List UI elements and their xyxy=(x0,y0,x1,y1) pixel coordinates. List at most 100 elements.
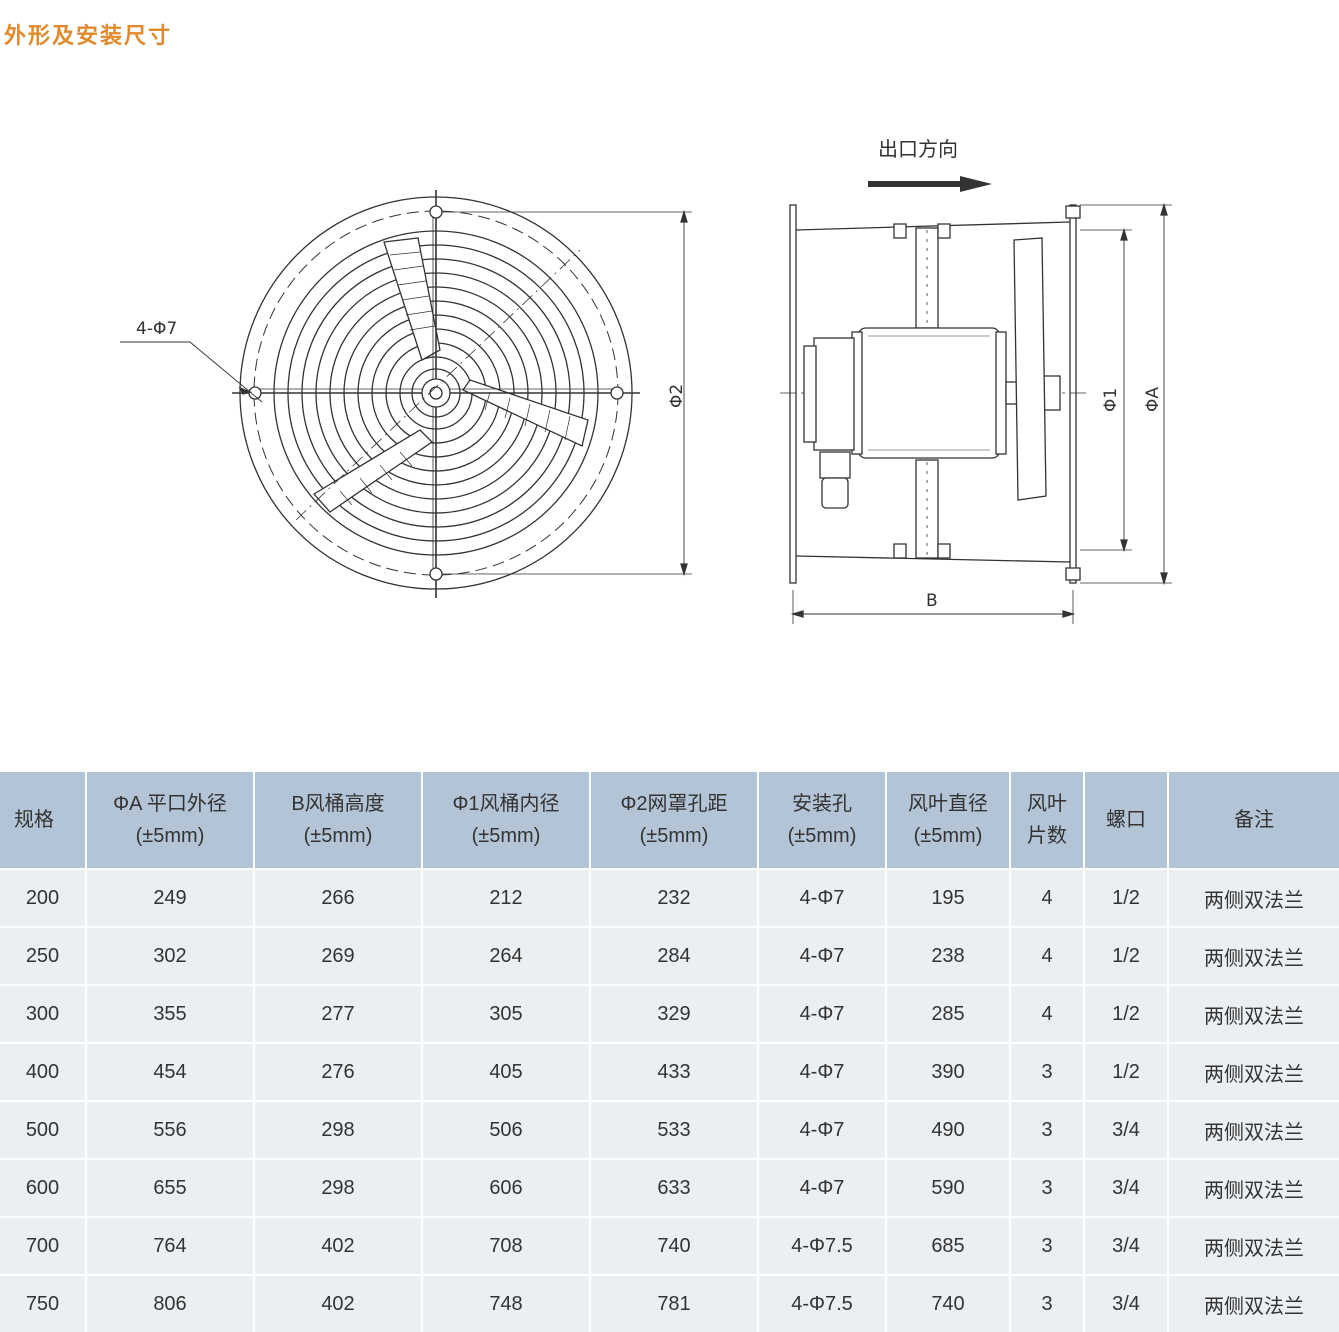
table-cell: 300 xyxy=(0,984,87,1043)
table-cell: 433 xyxy=(590,1042,759,1101)
table-cell: 1/2 xyxy=(1084,868,1169,927)
table-cell: 400 xyxy=(0,1042,87,1101)
table-cell: 277 xyxy=(254,984,423,1043)
table-cell: 4 xyxy=(1010,926,1085,985)
header-cell: 风叶片数 xyxy=(1010,772,1085,869)
table-cell: 两侧双法兰 xyxy=(1168,1158,1339,1217)
table-cell: 298 xyxy=(254,1158,423,1217)
header-cell: 风叶直径(±5mm) xyxy=(886,772,1011,869)
table-cell: 200 xyxy=(0,868,87,927)
table-cell: 4-Φ7 xyxy=(758,1158,887,1217)
table-cell: 506 xyxy=(422,1100,591,1159)
table-cell: 212 xyxy=(422,868,591,927)
table-cell: 3 xyxy=(1010,1042,1085,1101)
table-cell: 4-Φ7 xyxy=(758,984,887,1043)
table-cell: 4-Φ7 xyxy=(758,1042,887,1101)
table-cell: 3 xyxy=(1010,1100,1085,1159)
table-cell: 781 xyxy=(590,1274,759,1332)
table-cell: 4-Φ7 xyxy=(758,1100,887,1159)
table-cell: 740 xyxy=(886,1274,1011,1332)
outlet-direction-label: 出口方向 xyxy=(878,137,958,161)
table-cell: 3/4 xyxy=(1084,1100,1169,1159)
table-cell: 4-Φ7.5 xyxy=(758,1274,887,1332)
table-cell: 两侧双法兰 xyxy=(1168,868,1339,927)
table-cell: 500 xyxy=(0,1100,87,1159)
table-cell: 284 xyxy=(590,926,759,985)
table-cell: 454 xyxy=(86,1042,255,1101)
header-cell: Φ1风桶内径(±5mm) xyxy=(422,772,591,869)
table-cell: 740 xyxy=(590,1216,759,1275)
table-cell: 两侧双法兰 xyxy=(1168,1100,1339,1159)
table-cell: 556 xyxy=(86,1100,255,1159)
table-cell: 两侧双法兰 xyxy=(1168,926,1339,985)
table-cell: 590 xyxy=(886,1158,1011,1217)
table-cell: 两侧双法兰 xyxy=(1168,1274,1339,1332)
header-cell: 螺口 xyxy=(1084,772,1169,869)
table-cell: 600 xyxy=(0,1158,87,1217)
phiA-label: ΦA xyxy=(1143,387,1163,412)
table-cell: 390 xyxy=(886,1042,1011,1101)
table-cell: 490 xyxy=(886,1100,1011,1159)
table-cell: 4 xyxy=(1010,984,1085,1043)
outlet-direction-arrow xyxy=(868,176,992,192)
table-cell: 266 xyxy=(254,868,423,927)
table-cell: 405 xyxy=(422,1042,591,1101)
table-cell: 3 xyxy=(1010,1158,1085,1217)
table-cell: 4-Φ7 xyxy=(758,868,887,927)
header-cell: B风桶高度(±5mm) xyxy=(254,772,423,869)
side-view xyxy=(780,202,1172,624)
phi1-label: Φ1 xyxy=(1101,388,1121,412)
table-cell: 3/4 xyxy=(1084,1216,1169,1275)
table-cell: 两侧双法兰 xyxy=(1168,984,1339,1043)
table-cell: 606 xyxy=(422,1158,591,1217)
front-view xyxy=(120,190,692,598)
fan-outline-drawing: 4-Φ7 Φ2 xyxy=(120,137,1172,624)
table-cell: 264 xyxy=(422,926,591,985)
table-cell: 276 xyxy=(254,1042,423,1101)
spec-table: 规格 ΦA 平口外径(±5mm) B风桶高度(±5mm) Φ1风桶内径(±5mm… xyxy=(0,772,1339,1332)
table-cell: 4-Φ7 xyxy=(758,926,887,985)
table-cell: 1/2 xyxy=(1084,926,1169,985)
table-cell: 655 xyxy=(86,1158,255,1217)
table-cell: 两侧双法兰 xyxy=(1168,1042,1339,1101)
table-cell: 249 xyxy=(86,868,255,927)
table-cell: 806 xyxy=(86,1274,255,1332)
holes-label: 4-Φ7 xyxy=(136,319,177,339)
table-cell: 764 xyxy=(86,1216,255,1275)
table-cell: 269 xyxy=(254,926,423,985)
table-cell: 708 xyxy=(422,1216,591,1275)
table-cell: 两侧双法兰 xyxy=(1168,1216,1339,1275)
table-cell: 195 xyxy=(886,868,1011,927)
table-cell: 250 xyxy=(0,926,87,985)
table-cell: 4-Φ7.5 xyxy=(758,1216,887,1275)
table-cell: 298 xyxy=(254,1100,423,1159)
table-header-row: 规格 ΦA 平口外径(±5mm) B风桶高度(±5mm) Φ1风桶内径(±5mm… xyxy=(0,772,1339,869)
table-cell: 700 xyxy=(0,1216,87,1275)
phi2-label: Φ2 xyxy=(667,384,687,408)
table-cell: 1/2 xyxy=(1084,984,1169,1043)
table-cell: 302 xyxy=(86,926,255,985)
table-cell: 402 xyxy=(254,1274,423,1332)
table-cell: 3/4 xyxy=(1084,1158,1169,1217)
table-cell: 685 xyxy=(886,1216,1011,1275)
b-label: B xyxy=(926,591,938,611)
page-title: 外形及安装尺寸 xyxy=(4,24,173,49)
header-cell: ΦA 平口外径(±5mm) xyxy=(86,772,255,869)
table-cell: 750 xyxy=(0,1274,87,1332)
table-cell: 3 xyxy=(1010,1274,1085,1332)
table-cell: 748 xyxy=(422,1274,591,1332)
table-cell: 633 xyxy=(590,1158,759,1217)
table-cell: 1/2 xyxy=(1084,1042,1169,1101)
table-cell: 3/4 xyxy=(1084,1274,1169,1332)
header-cell: Φ2网罩孔距(±5mm) xyxy=(590,772,759,869)
table-cell: 355 xyxy=(86,984,255,1043)
table-cell: 305 xyxy=(422,984,591,1043)
